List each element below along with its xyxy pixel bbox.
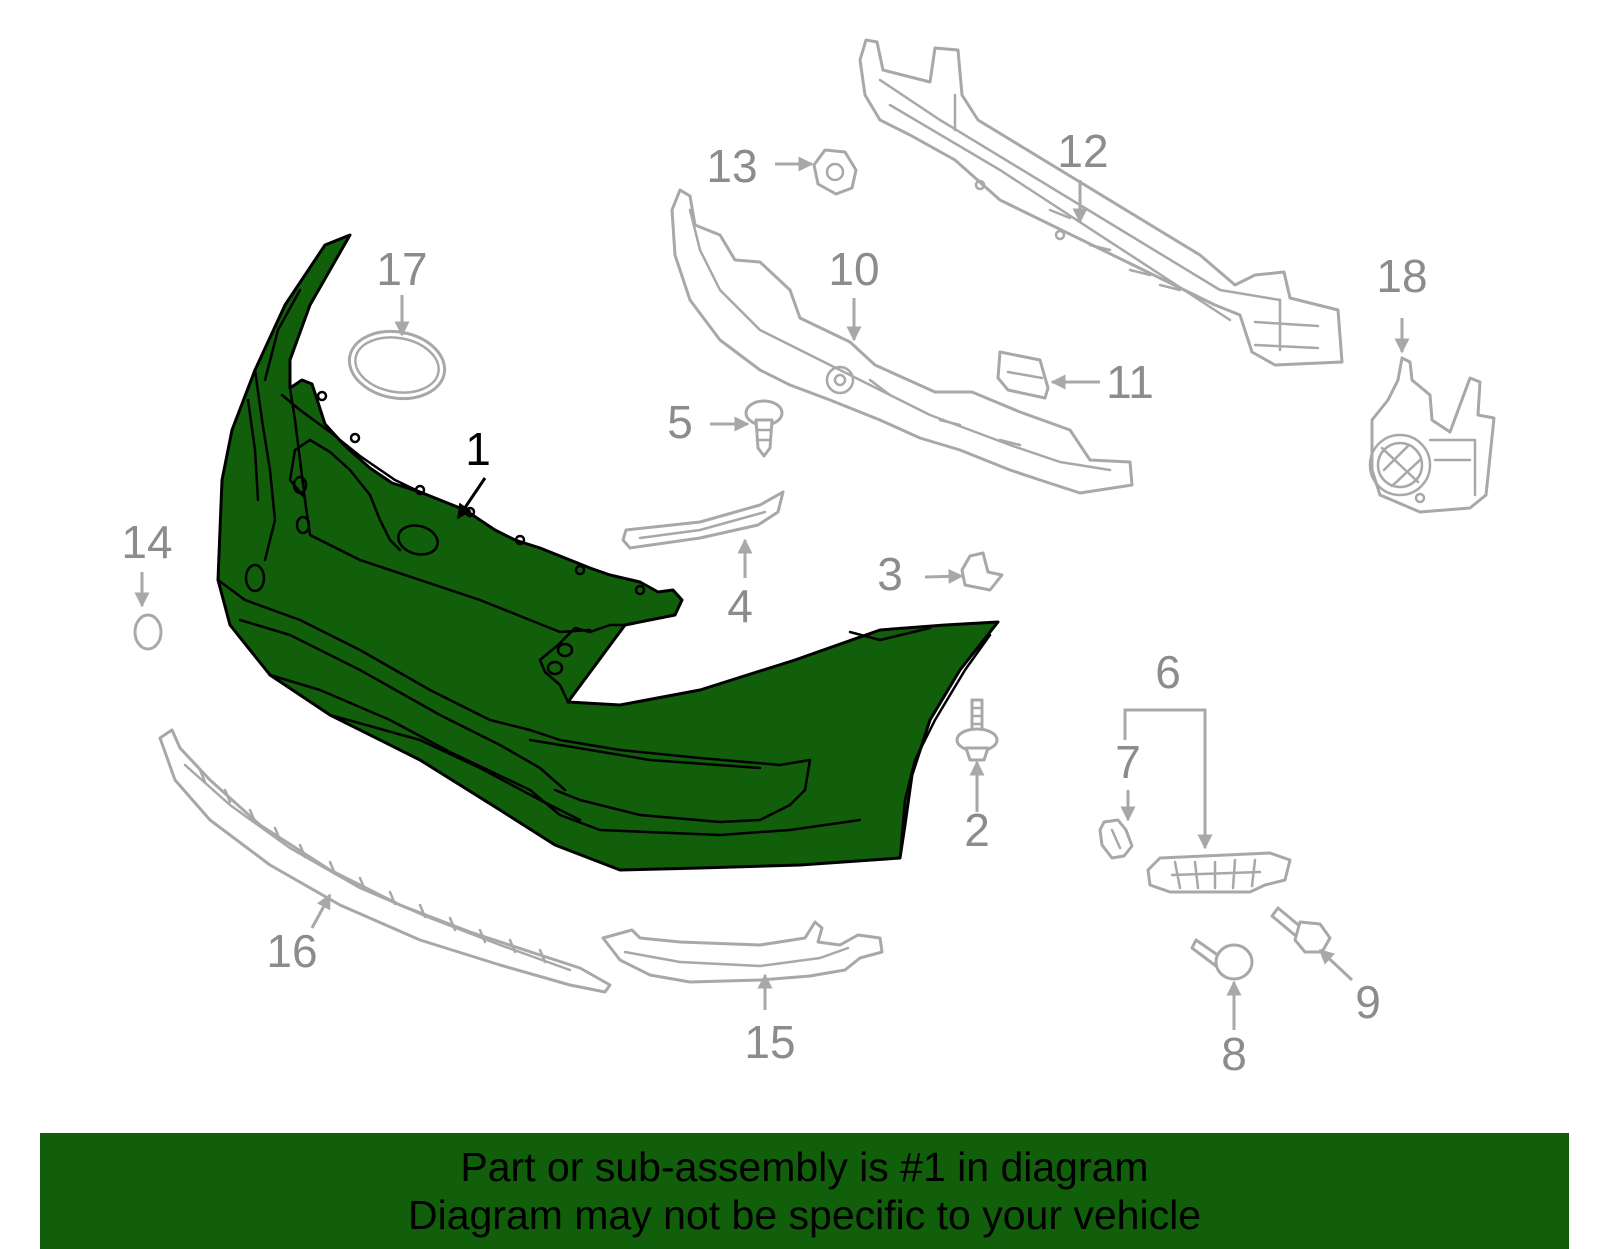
callout-6[interactable]: 6 bbox=[1155, 646, 1181, 698]
part-11-clip[interactable] bbox=[996, 350, 1050, 400]
callout-3[interactable]: 3 bbox=[877, 548, 903, 600]
callout-1[interactable]: 1 bbox=[465, 423, 491, 475]
part-13-nut[interactable] bbox=[812, 148, 858, 196]
leader-lines bbox=[134, 156, 1410, 1030]
info-banner: Part or sub-assembly is #1 in diagram Di… bbox=[40, 1133, 1569, 1249]
part-6-side-bracket[interactable] bbox=[1146, 851, 1292, 894]
banner-line-2: Diagram may not be specific to your vehi… bbox=[407, 1192, 1201, 1238]
callout-10[interactable]: 10 bbox=[828, 243, 879, 295]
callout-12[interactable]: 12 bbox=[1057, 125, 1108, 177]
callout-2[interactable]: 2 bbox=[964, 804, 990, 856]
banner-line-1: Part or sub-assembly is #1 in diagram bbox=[460, 1144, 1149, 1190]
part-3-retainer[interactable] bbox=[960, 551, 1004, 592]
part-8-bolt[interactable] bbox=[1190, 938, 1254, 981]
callout-15[interactable]: 15 bbox=[744, 1016, 795, 1068]
callout-5[interactable]: 5 bbox=[667, 396, 693, 448]
part-2-screw-grommet[interactable] bbox=[955, 698, 999, 762]
callout-labels: 1 2 3 4 5 6 7 8 9 10 11 12 13 14 15 16 1… bbox=[121, 125, 1427, 1080]
part-17-gasket-ring[interactable] bbox=[344, 324, 450, 406]
part-9-bolt[interactable] bbox=[1270, 906, 1332, 954]
part-7-clip[interactable] bbox=[1098, 818, 1134, 860]
part-15-lower-molding[interactable] bbox=[601, 920, 884, 984]
callout-18[interactable]: 18 bbox=[1376, 250, 1427, 302]
part-10-energy-absorber[interactable] bbox=[670, 188, 1134, 495]
callout-4[interactable]: 4 bbox=[727, 580, 753, 632]
callout-8[interactable]: 8 bbox=[1221, 1028, 1247, 1080]
callout-7[interactable]: 7 bbox=[1115, 736, 1141, 788]
callout-14[interactable]: 14 bbox=[121, 516, 172, 568]
callout-16[interactable]: 16 bbox=[266, 925, 317, 977]
part-4-bracket-strip[interactable] bbox=[621, 490, 785, 550]
callout-13[interactable]: 13 bbox=[706, 140, 757, 192]
part-18-fog-lamp-bracket[interactable] bbox=[1368, 356, 1496, 514]
callout-9[interactable]: 9 bbox=[1355, 976, 1381, 1028]
part-1-bumper-cover[interactable] bbox=[216, 233, 1000, 872]
part-12-reinforcement-beam[interactable] bbox=[858, 38, 1344, 367]
part-14-plug[interactable] bbox=[133, 613, 163, 651]
callout-11[interactable]: 11 bbox=[1106, 356, 1154, 408]
part-5-push-pin[interactable] bbox=[744, 399, 784, 458]
part-16-lower-trim[interactable] bbox=[158, 728, 612, 994]
callout-17[interactable]: 17 bbox=[376, 243, 427, 295]
